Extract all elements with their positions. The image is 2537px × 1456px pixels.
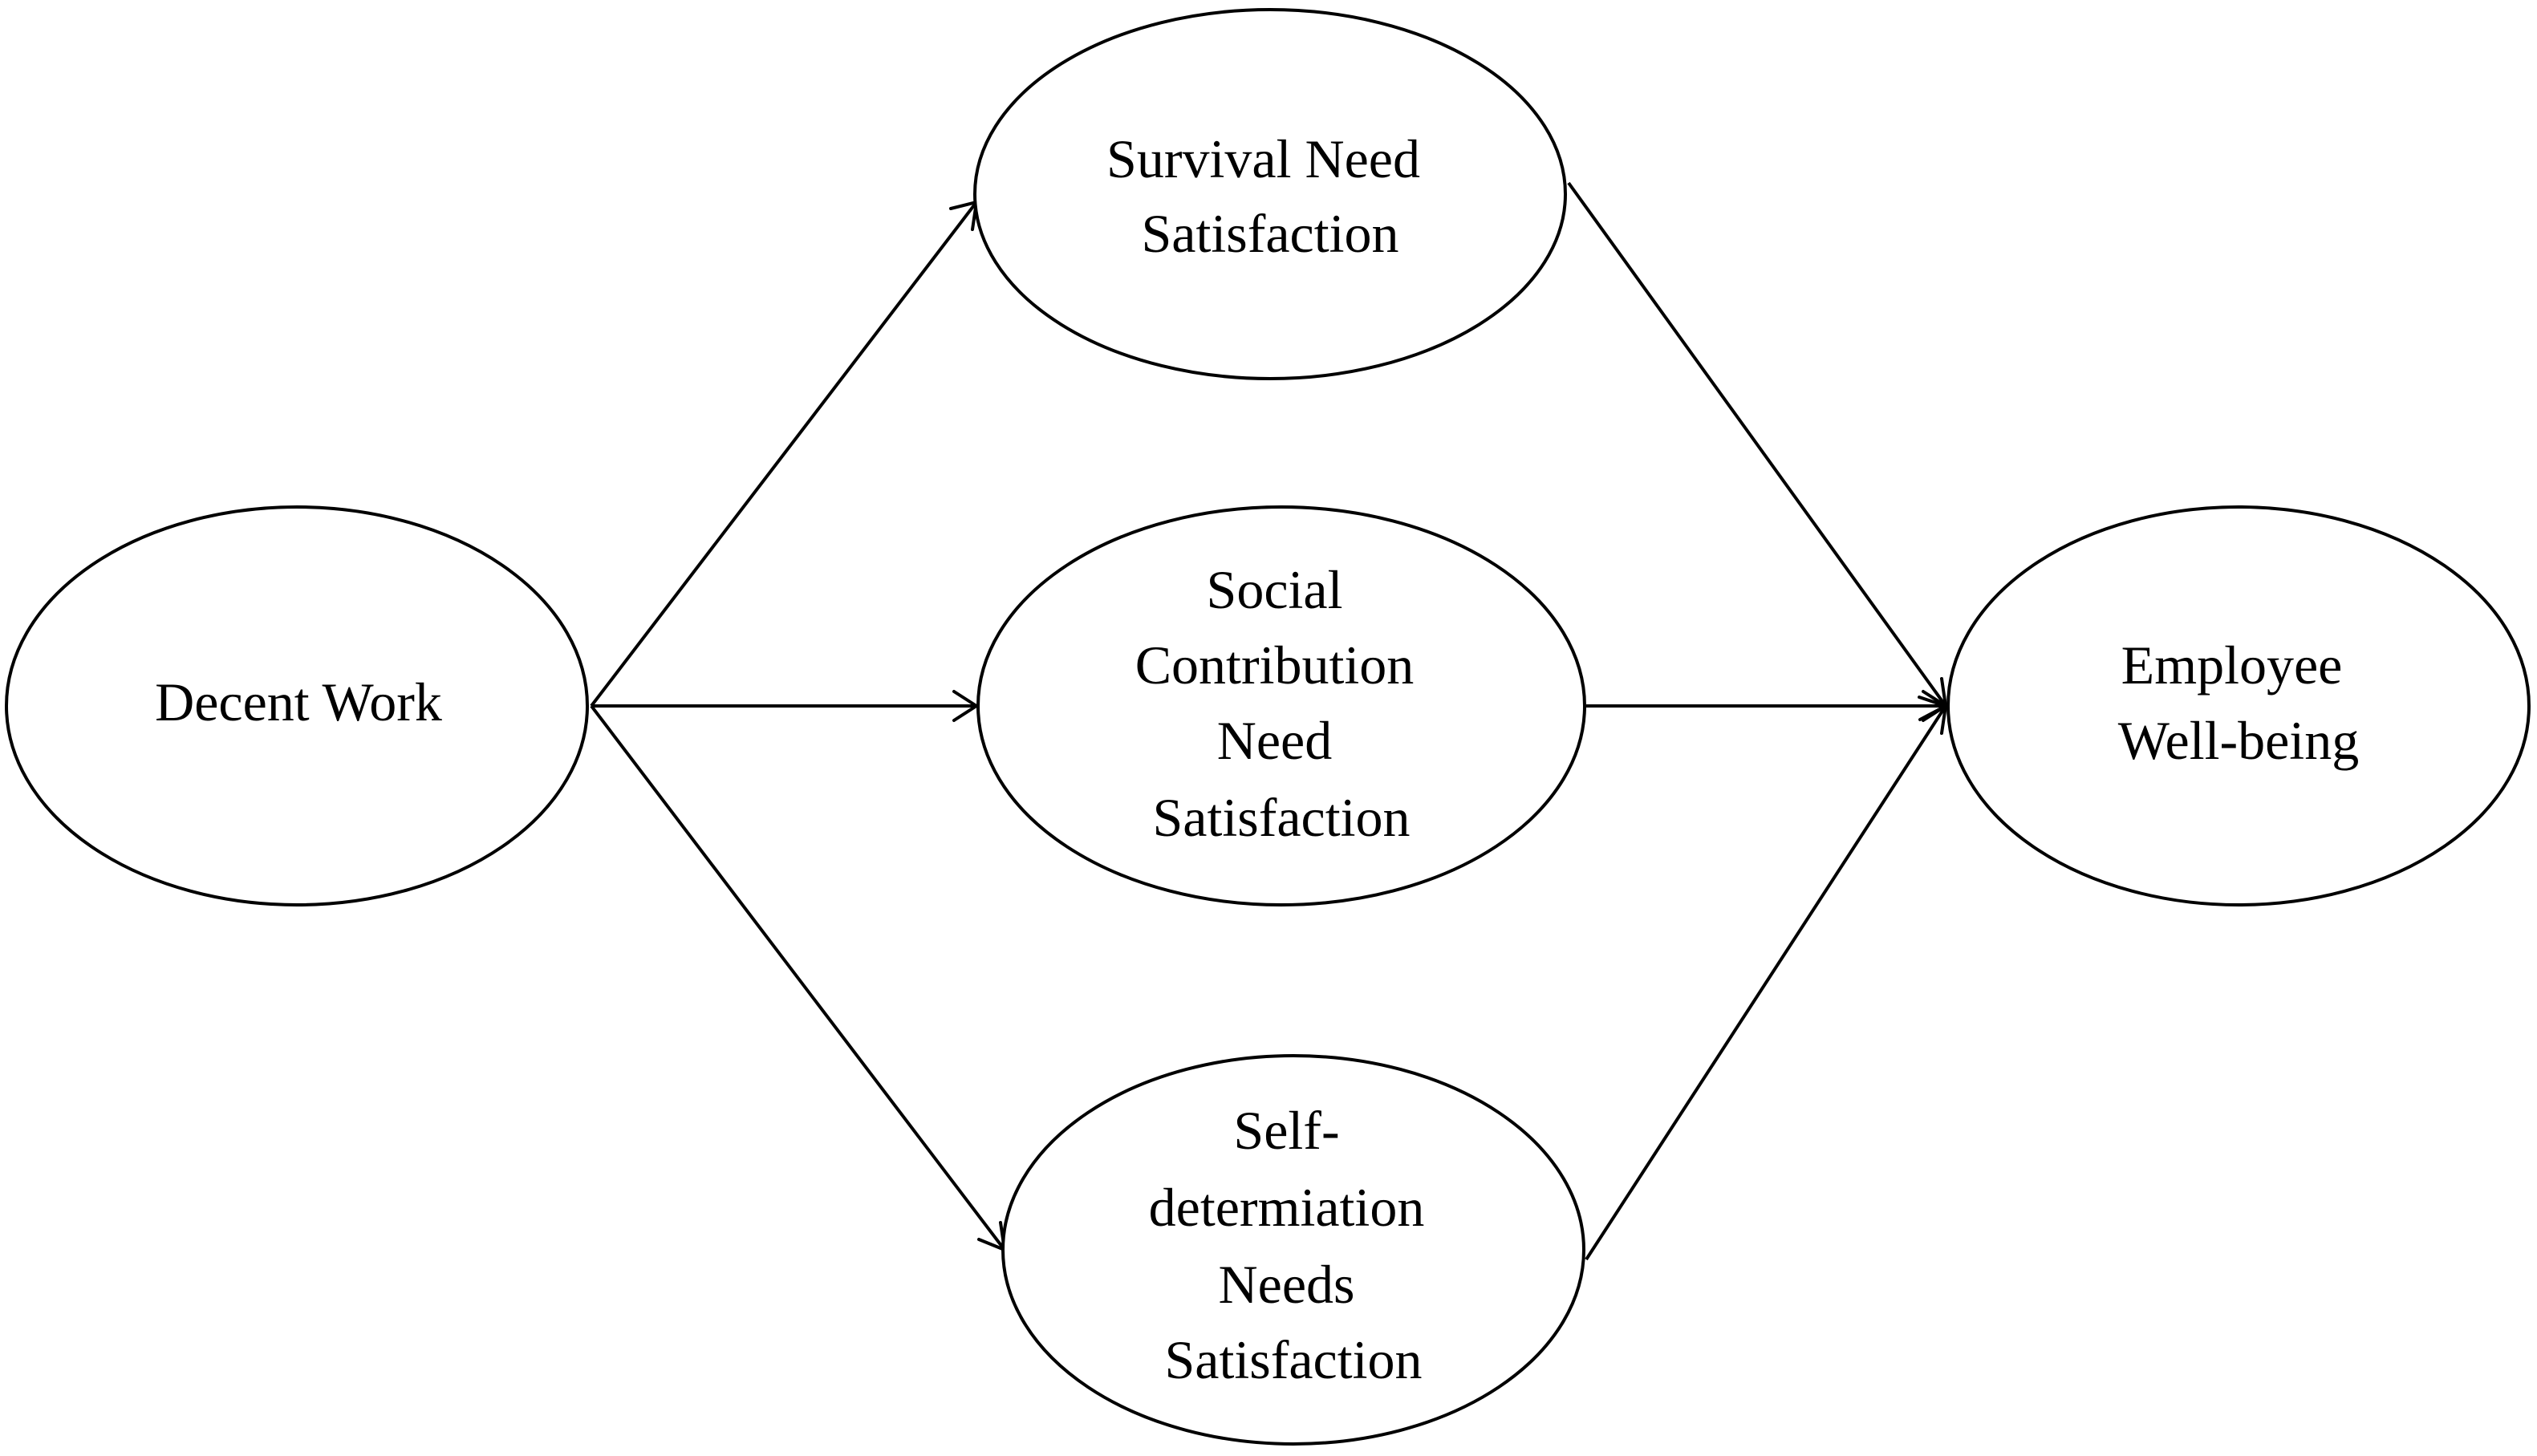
node-employee-wellbeing: Employee Well-being xyxy=(1946,505,2531,906)
node-label-line: Satisfaction xyxy=(1141,203,1398,264)
edge-self-determination-to-employee-wellbeing xyxy=(1585,704,1947,1261)
node-label-line: Needs xyxy=(1219,1254,1355,1315)
edge-social-contribution-to-employee-wellbeing xyxy=(1586,690,1947,722)
node-label-line: Contribution xyxy=(1135,635,1415,696)
edges xyxy=(590,181,1947,1261)
node-label-line: Survival Need xyxy=(1106,128,1420,189)
edge-decent-work-to-self-determination xyxy=(590,704,1006,1251)
svg-text:Decent Work: Decent Work xyxy=(155,671,442,732)
node-label-line: Satisfaction xyxy=(1164,1329,1422,1390)
edge-survival-need-to-employee-wellbeing xyxy=(1567,181,1947,708)
node-label-line: Self- xyxy=(1233,1100,1339,1161)
node-label-line: Well-being xyxy=(2118,710,2359,771)
svg-text:Social Contribution: Social Contribution Need Satisfaction xyxy=(1135,559,1428,848)
node-self-determination-needs-satisfaction: Self- determiation Needs Satisfaction xyxy=(1001,1054,1585,1446)
node-survival-need-satisfaction: Survival Need Satisfaction xyxy=(973,8,1567,380)
node-label-line: determiation xyxy=(1149,1177,1425,1238)
edge-decent-work-to-survival-need xyxy=(590,201,978,708)
node-decent-work: Decent Work xyxy=(5,505,589,906)
node-label-line: Satisfaction xyxy=(1152,787,1410,848)
arrow-head-icon xyxy=(1918,704,1947,735)
node-label-line: Social xyxy=(1207,559,1343,620)
svg-text:Survival Need Satisfacti: Survival Need Satisfaction xyxy=(1106,128,1434,264)
node-label-line: Decent Work xyxy=(155,671,442,732)
node-social-contribution-need-satisfaction: Social Contribution Need Satisfaction xyxy=(976,505,1586,906)
node-label-line: Need xyxy=(1217,710,1332,771)
node-label-line: Employee xyxy=(2121,635,2343,696)
svg-text:Self- determiation: Self- determiation Needs Satisfaction xyxy=(1149,1100,1439,1390)
edge-decent-work-to-social-contribution xyxy=(591,690,978,722)
svg-text:Employee Well-being: Employee Well-being xyxy=(2118,635,2359,771)
